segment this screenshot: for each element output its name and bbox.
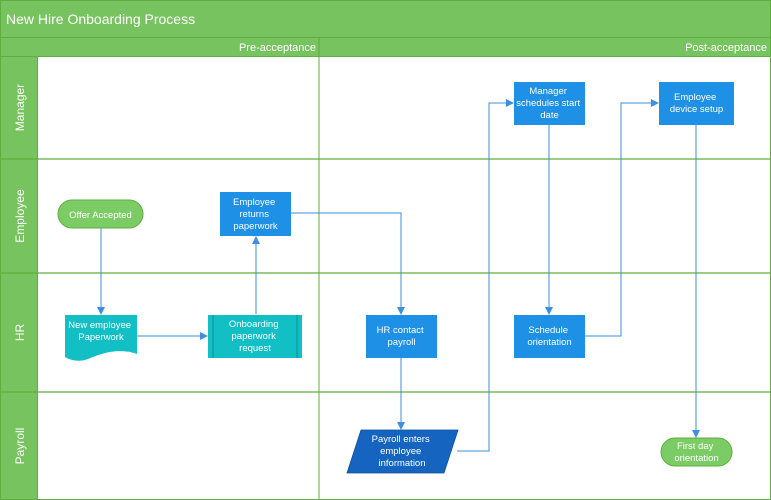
node-offer-accepted[interactable]: Offer Accepted: [57, 199, 144, 229]
predefined-process-shape: [208, 315, 302, 358]
node-label: Offer Accepted: [69, 210, 132, 221]
process-shape: [366, 315, 437, 358]
process-shape: [514, 315, 585, 358]
node-employee-device-setup[interactable]: Employee device setup: [659, 82, 734, 125]
phase-header-row: [0, 37, 771, 57]
lane-label-hr: HR: [13, 324, 27, 342]
terminator-shape: [57, 199, 144, 229]
phase-pre-acceptance: Pre-acceptance: [239, 42, 316, 54]
lane-label-payroll: Payroll: [13, 428, 27, 465]
node-label: First day orientation: [674, 441, 718, 464]
node-hr-contact-payroll[interactable]: HR contact payroll: [366, 315, 437, 358]
connectors: [97, 99, 700, 452]
lane-label-column: [0, 56, 38, 500]
node-label: Employee returns paperwork: [233, 197, 278, 232]
node-label: New employee Paperwork: [68, 320, 133, 343]
process-shape: [514, 82, 585, 125]
node-manager-schedules-start-date[interactable]: Manager schedules start date: [514, 82, 585, 125]
node-label: Manager schedules start date: [516, 86, 583, 121]
node-onboarding-paperwork-request[interactable]: Onboarding paperwork request: [208, 315, 302, 358]
node-label: Schedule orientation: [527, 325, 571, 348]
title-bar: [0, 0, 771, 38]
node-new-employee-paperwork[interactable]: New employee Paperwork: [65, 315, 137, 361]
node-label: Employee device setup: [670, 92, 723, 115]
document-shape: [65, 315, 137, 361]
node-label: Payroll enters employee information: [372, 434, 433, 469]
node-first-day-orientation[interactable]: First day orientation: [660, 437, 733, 467]
lane-label-manager: Manager: [13, 84, 27, 131]
phase-post-acceptance: Post-acceptance: [685, 42, 767, 54]
data-shape: [346, 429, 459, 474]
node-payroll-enters-information[interactable]: Payroll enters employee information: [346, 429, 459, 474]
diagram-title: New Hire Onboarding Process: [6, 11, 195, 27]
arrow-payroll-to-manager: [457, 99, 514, 452]
process-shape: [220, 192, 291, 236]
node-label: Onboarding paperwork request: [229, 319, 281, 354]
node-label: HR contact payroll: [377, 325, 427, 348]
process-shape: [659, 82, 734, 125]
arrow-schedule-to-device: [585, 99, 659, 337]
arrow-returns-to-hr-contact: [291, 212, 405, 315]
lane-label-employee: Employee: [13, 189, 27, 243]
node-schedule-orientation[interactable]: Schedule orientation: [514, 315, 585, 358]
node-employee-returns-paperwork[interactable]: Employee returns paperwork: [220, 192, 291, 236]
terminator-shape: [660, 437, 733, 467]
